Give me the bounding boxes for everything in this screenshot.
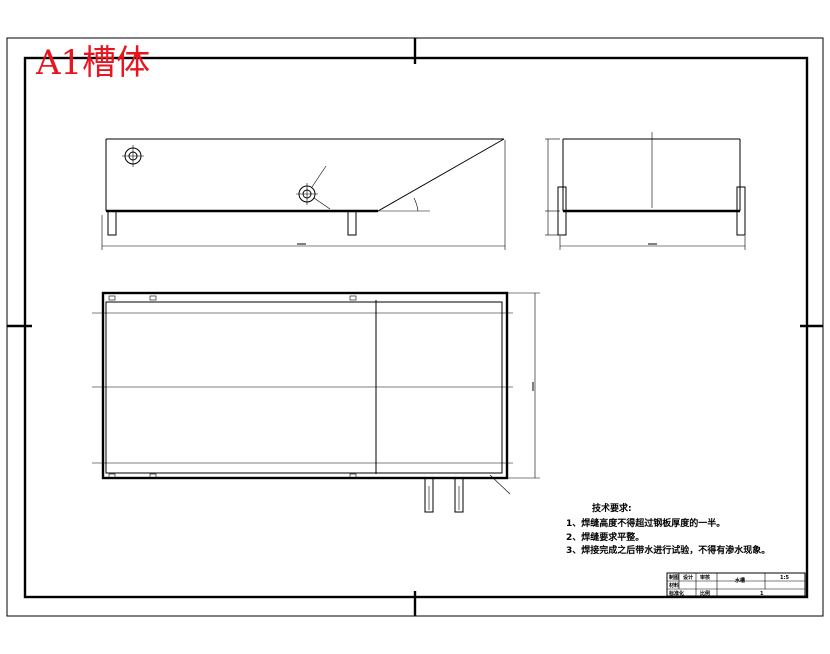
note-1: 1、焊缝高度不得超过钢板厚度的一半。 [566,517,725,529]
tb-part-name: 水槽 [734,577,745,584]
tb-row1-c: 审核 [700,574,710,581]
outer-border [6,37,824,617]
outlet-fitting [122,145,144,167]
drawing-title: A1槽体 [35,43,150,83]
tb-row3-b: 比例 [700,590,710,597]
top-view [92,291,540,513]
tb-sheet: 1 [760,591,764,597]
drain-fitting [296,165,331,210]
side-view [545,132,746,250]
tb-row2-a: 材料 [669,582,679,589]
front-view [101,138,506,250]
note-2: 2、焊缝要求平整。 [566,531,644,543]
pipe [454,477,464,513]
technical-notes: 技术要求: 1、焊缝高度不得超过钢板厚度的一半。 2、焊缝要求平整。 3、焊接完… [566,502,770,556]
tb-row3-a: 标准化 [668,590,684,597]
tb-scale: 1:5 [780,575,789,581]
tb-row1-b: 设计 [683,574,693,581]
pipe [424,477,434,513]
leg [736,186,746,236]
leg [107,210,117,236]
title-block: 制图 设计 审核 水槽 1:5 材料 标准化 比例 1 [666,572,806,597]
notes-heading: 技术要求: [592,502,632,514]
note-3: 3、焊接完成之后带水进行试验，不得有渗水现象。 [566,544,770,556]
leg [347,210,357,236]
tb-row1-a: 制图 [669,574,679,581]
